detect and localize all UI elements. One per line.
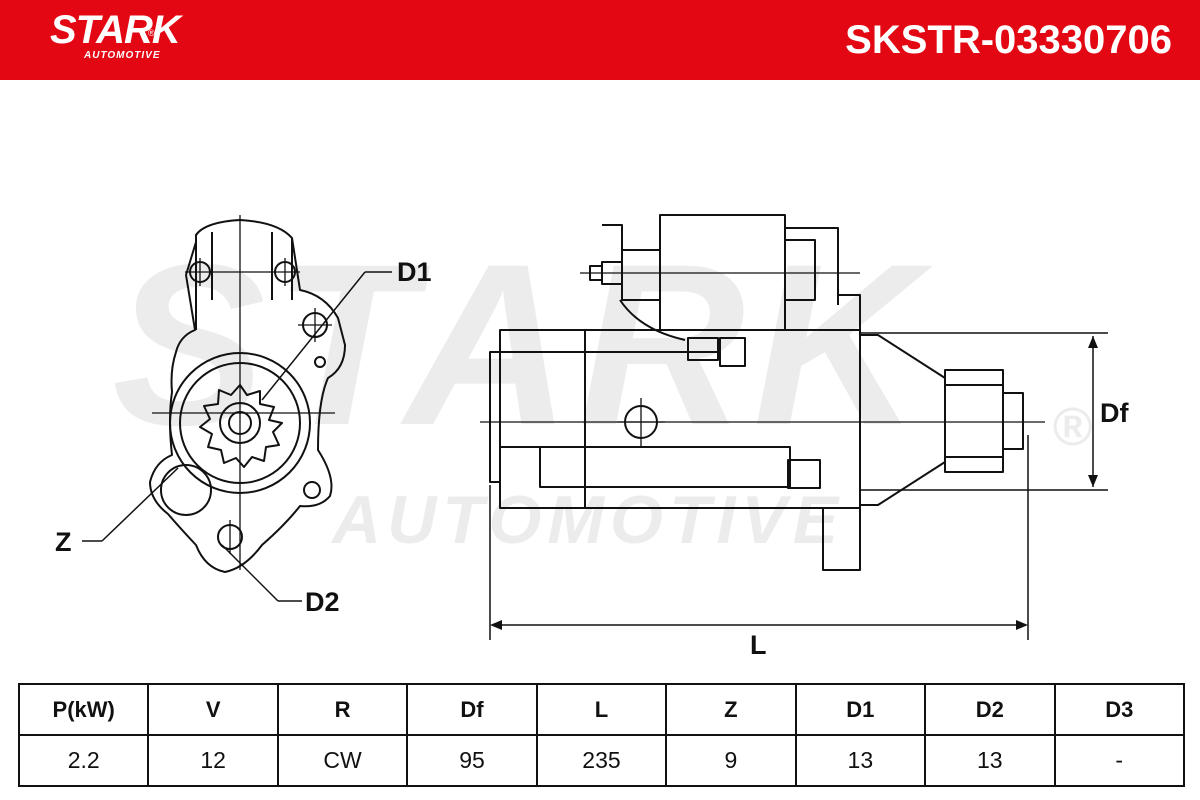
front-view-leaders	[82, 271, 392, 602]
solenoid-cap	[621, 249, 661, 301]
label-df: Df	[1100, 398, 1129, 428]
value-length: 235	[535, 734, 668, 787]
mount-flange	[822, 294, 861, 571]
commutator-cap	[489, 351, 501, 483]
dimension-arrows	[490, 336, 1098, 630]
front-lower-hole	[303, 481, 321, 499]
header-rotation: R	[276, 683, 409, 736]
solenoid-cable	[619, 299, 686, 341]
value-d2: 13	[924, 734, 1056, 787]
value-power: 2.2	[17, 734, 150, 787]
logo-wordmark: STARK	[50, 8, 181, 52]
header-df: Df	[406, 683, 538, 736]
solenoid-end	[784, 239, 816, 301]
spec-header-row: P(kW) V R Df L Z D1 D2 D3	[17, 683, 1185, 736]
logo-subline: AUTOMOTIVE	[84, 50, 161, 61]
spec-value-row: 2.2 12 CW 95 235 9 13 13 -	[17, 734, 1185, 787]
technical-drawing: STARK AUTOMOTIVE ®	[0, 80, 1200, 670]
stark-logo: STARK AUTOMOTIVE	[50, 8, 181, 62]
value-d3: -	[1053, 734, 1185, 787]
header-length: L	[535, 683, 668, 736]
watermark-registered: ®	[1052, 397, 1092, 457]
header-d2: D2	[924, 683, 1056, 736]
front-small-hole	[314, 356, 326, 368]
pinion-gear	[199, 384, 283, 468]
label-z: Z	[55, 527, 72, 557]
front-view-centerlines	[152, 215, 335, 570]
motor-body	[499, 329, 861, 509]
value-teeth: 9	[665, 734, 797, 787]
starter-motor-drawing	[82, 214, 1108, 640]
label-d1: D1	[397, 257, 432, 287]
spec-table: P(kW) V R Df L Z D1 D2 D3 2.2 12 CW 95 2…	[17, 683, 1185, 787]
label-l: L	[750, 630, 767, 660]
solenoid-wire	[602, 224, 623, 250]
through-bolt	[539, 446, 791, 488]
logo-registered-mark: ®	[148, 28, 155, 38]
mount-hole-z	[160, 464, 212, 516]
front-view-housing	[149, 219, 346, 573]
dimension-lines	[489, 332, 1108, 640]
header-d3: D3	[1053, 683, 1185, 736]
header-power: P(kW)	[17, 683, 150, 736]
header-bar: STARK AUTOMOTIVE ® SKSTR-03330706	[0, 0, 1200, 80]
pinion-nose	[1002, 392, 1024, 450]
header-voltage: V	[147, 683, 279, 736]
label-d2: D2	[305, 587, 340, 617]
terminal-connector	[687, 337, 719, 361]
value-d1: 13	[794, 734, 927, 787]
header-teeth: Z	[665, 683, 797, 736]
solenoid-bracket	[785, 227, 839, 305]
value-rotation: CW	[276, 734, 409, 787]
side-view-centerlines	[480, 272, 1045, 446]
value-voltage: 12	[147, 734, 279, 787]
value-df: 95	[406, 734, 538, 787]
drive-housing	[860, 334, 946, 506]
header-d1: D1	[794, 683, 927, 736]
terminal-plug	[719, 337, 746, 367]
through-bolt-head	[787, 459, 821, 489]
part-number: SKSTR-03330706	[845, 18, 1172, 62]
